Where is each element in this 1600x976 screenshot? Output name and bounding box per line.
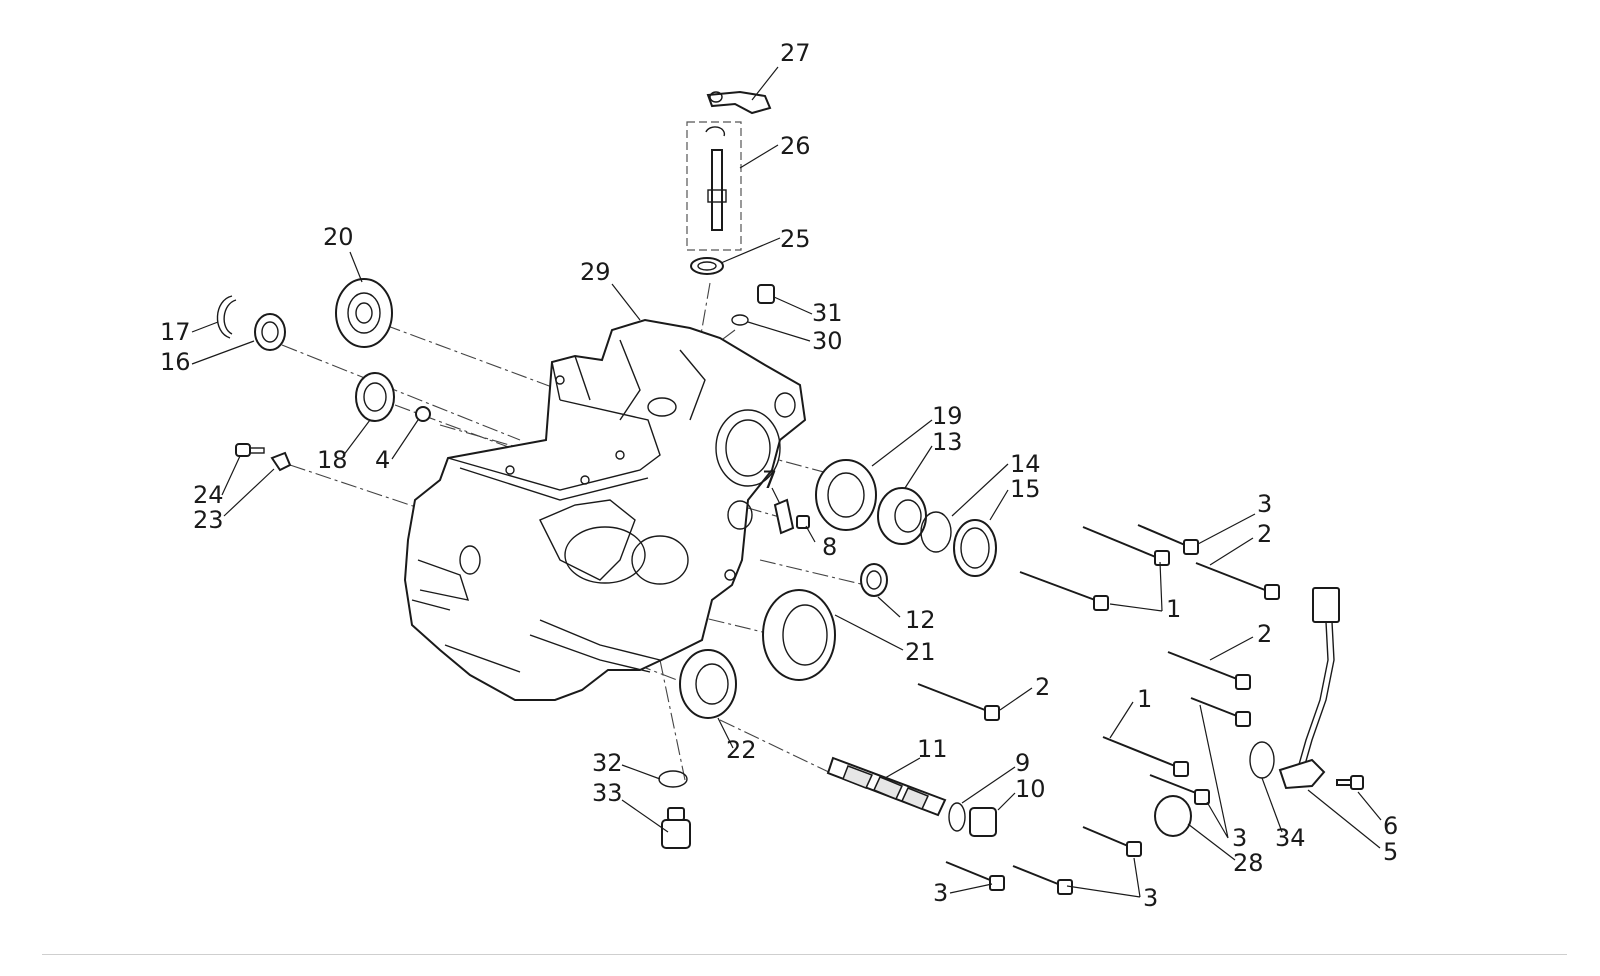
callout-23: 23 — [193, 506, 224, 534]
callout-11: 11 — [917, 735, 948, 763]
callout-3: 3 — [1143, 884, 1158, 912]
callout-13: 13 — [932, 428, 963, 456]
shift-shaft-group — [686, 90, 772, 275]
callout-26: 26 — [780, 132, 811, 160]
callout-34: 34 — [1275, 824, 1306, 852]
callout-5: 5 — [1383, 838, 1398, 866]
callout-19: 19 — [932, 402, 963, 430]
callout-8: 8 — [822, 533, 837, 561]
callout-9: 9 — [1015, 749, 1030, 777]
callout-3: 3 — [1232, 824, 1247, 852]
callout-30: 30 — [812, 327, 843, 355]
callout-20: 20 — [323, 223, 354, 251]
callout-31: 31 — [812, 299, 843, 327]
callout-33: 33 — [592, 779, 623, 807]
callout-16: 16 — [160, 348, 191, 376]
callout-1: 1 — [1166, 595, 1181, 623]
callout-6: 6 — [1383, 812, 1398, 840]
callout-25: 25 — [780, 225, 811, 253]
callout-27: 27 — [780, 39, 811, 67]
callout-18: 18 — [317, 446, 348, 474]
callout-17: 17 — [160, 318, 191, 346]
leader-lines — [191, 66, 1382, 898]
callout-21: 21 — [905, 638, 936, 666]
callout-22: 22 — [726, 736, 757, 764]
callout-29: 29 — [580, 258, 611, 286]
bolts — [917, 524, 1280, 895]
callout-3: 3 — [933, 879, 948, 907]
crankcase-half — [403, 318, 807, 701]
callout-28: 28 — [1233, 849, 1264, 877]
callout-1: 1 — [1137, 685, 1152, 713]
callout-32: 32 — [592, 749, 623, 777]
callout-2: 2 — [1257, 520, 1272, 548]
gear-position-sensor — [1249, 587, 1364, 790]
callout-4: 4 — [375, 446, 390, 474]
callout-10: 10 — [1015, 775, 1046, 803]
callout-15: 15 — [1010, 475, 1041, 503]
callout-12: 12 — [905, 606, 936, 634]
callout-2: 2 — [1257, 620, 1272, 648]
callout-7: 7 — [762, 466, 777, 494]
bottom-divider — [42, 954, 1567, 955]
left-side-parts — [216, 278, 431, 472]
callout-labels: 27 26 25 29 20 31 30 17 16 18 4 24 23 19… — [160, 39, 1398, 912]
right-bearing-parts — [658, 284, 1192, 849]
callout-24: 24 — [193, 481, 224, 509]
callout-3: 3 — [1257, 490, 1272, 518]
callout-14: 14 — [1010, 450, 1041, 478]
callout-2: 2 — [1035, 673, 1050, 701]
